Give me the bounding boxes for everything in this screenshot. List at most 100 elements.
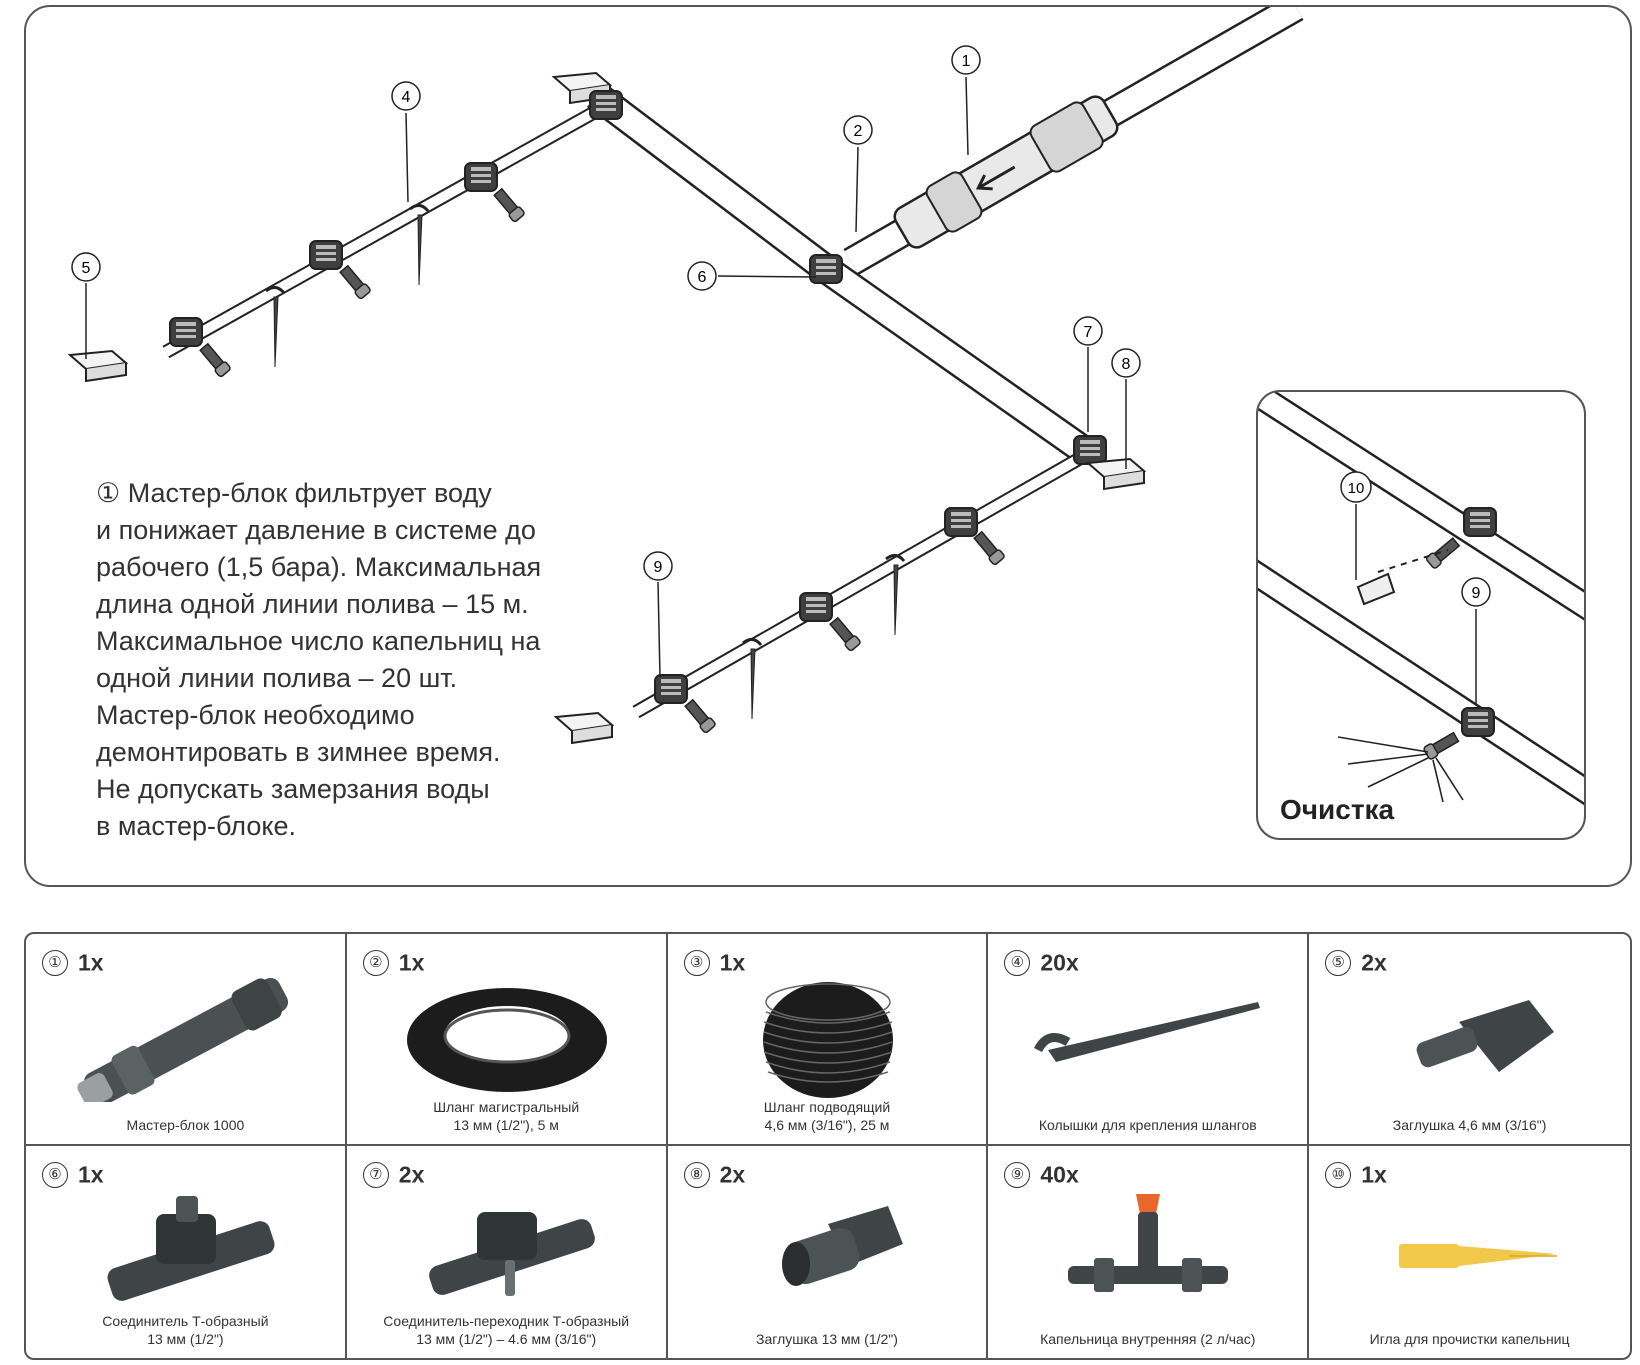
cleaning-needle-icon [1399, 1244, 1558, 1268]
t-connector [809, 254, 843, 284]
callout-1: 1 [951, 45, 981, 156]
callout-9-inset: 9 [1461, 577, 1491, 704]
svg-text:10: 10 [1348, 480, 1365, 497]
part-quantity: 1x [398, 949, 425, 976]
description-line: в мастер-блоке. [96, 811, 296, 841]
callout-7: 7 [1073, 316, 1103, 432]
description-line: и понижает давление в системе до [96, 515, 536, 545]
main-pipe-left [586, 83, 836, 281]
part-cell: ② 1x Шланг магистральный 13 мм (1/2"), 5 м [346, 934, 668, 1146]
svg-text:5: 5 [82, 260, 91, 277]
callout-4: 4 [391, 81, 421, 203]
part-number: ① [42, 949, 68, 976]
dripper [944, 507, 978, 537]
svg-text:8: 8 [1122, 356, 1131, 373]
irrigation-layout-diagram: 1 2 4 5 6 7 8 [69, 7, 1304, 744]
part-quantity: 2x [398, 1161, 425, 1188]
part-number: ④ [1004, 949, 1031, 976]
part-quantity: 1x [78, 949, 104, 976]
part-number: ⑧ [683, 1161, 710, 1188]
part-cell: ④ 20x Колышки для крепления шлангов [988, 934, 1310, 1146]
dripper [654, 674, 688, 704]
t-adapter-upper [589, 90, 623, 120]
part-caption: Заглушка 13 мм (1/2") [756, 1331, 898, 1347]
inline-dripper-icon [1068, 1194, 1229, 1292]
dripper [1461, 707, 1495, 737]
t-connector-icon [107, 1196, 275, 1301]
dripper [799, 592, 833, 622]
supply-line-lower [632, 445, 1095, 719]
parts-table: ① 1x Мастер-блок 1000 ② 1x Шланг магистрал… [24, 932, 1632, 1360]
master-block-description: ① Мастер-блок фильтрует воду и понижает … [96, 475, 616, 845]
part-caption: 13 мм (1/2") – 4.6 мм (3/16") [416, 1331, 597, 1347]
part-number: ⑦ [362, 1161, 389, 1188]
part-cell: ③ 1x Шланг подводящий 4,6 мм (3/16"), 25 м [667, 934, 989, 1146]
description-line: Мастер-блок необходимо [96, 700, 415, 730]
dripper [1463, 507, 1497, 537]
svg-text:1: 1 [962, 53, 971, 70]
t-adapter-icon [428, 1212, 595, 1296]
callout-10: 10 [1340, 471, 1372, 580]
master-block-icon [77, 977, 289, 1102]
end-plug-large-icon [781, 1206, 903, 1286]
dripper [309, 240, 343, 270]
callout-2: 2 [843, 115, 873, 233]
part-caption: 4,6 мм (3/16"), 25 м [764, 1117, 890, 1133]
svg-text:4: 4 [402, 89, 411, 106]
part-caption: Игла для прочистки капельниц [1369, 1331, 1570, 1347]
diagram-panel: 1 2 4 5 6 7 8 [24, 5, 1632, 887]
description-line: ① Мастер-блок фильтрует воду [96, 478, 492, 508]
part-cell: ① 1x Мастер-блок 1000 [26, 934, 347, 1146]
end-plug-small-icon [1416, 1000, 1555, 1072]
description-line: длина одной линии полива – 15 м. [96, 589, 529, 619]
part-caption: Капельница внутренняя (2 л/час) [1040, 1331, 1256, 1347]
svg-text:6: 6 [698, 269, 707, 286]
part-number: ⑩ [1325, 1161, 1352, 1188]
part-caption: Колышки для крепления шлангов [1038, 1117, 1257, 1133]
cleaning-label: Очистка [1280, 794, 1395, 825]
callout-6: 6 [687, 261, 817, 291]
part-caption: Заглушка 4,6 мм (3/16") [1392, 1117, 1547, 1133]
main-hose-coil-icon [406, 988, 607, 1092]
water-spray [1337, 736, 1464, 803]
part-caption: 13 мм (1/2"), 5 м [453, 1117, 559, 1133]
svg-text:9: 9 [654, 559, 663, 576]
end-cap-lower [1087, 458, 1145, 490]
part-number: ⑨ [1004, 1161, 1031, 1188]
part-quantity: 20x [1040, 949, 1079, 976]
svg-text:2: 2 [854, 123, 863, 140]
part-quantity: 1x [78, 1161, 104, 1188]
description-line: одной линии полива – 20 шт. [96, 663, 458, 693]
part-quantity: 1x [719, 949, 746, 976]
end-cap-small [69, 350, 127, 382]
part-caption: 13 мм (1/2") [147, 1331, 224, 1347]
description-line: рабочего (1,5 бара). Максимальная [96, 552, 542, 582]
cleaning-inset: 10 9 Очистка [1256, 390, 1586, 840]
part-caption: Шланг магистральный [433, 1099, 580, 1115]
cleaning-needle [1356, 572, 1396, 606]
part-number: ② [362, 949, 389, 976]
cleaning-diagram: 10 9 [1258, 392, 1584, 806]
part-number: ⑤ [1325, 949, 1352, 976]
t-adapter-lower [1073, 435, 1107, 465]
part-quantity: 40x [1040, 1161, 1079, 1188]
main-pipe-right [817, 256, 1095, 465]
callout-8: 8 [1111, 348, 1141, 469]
callout-9: 9 [643, 551, 673, 678]
part-caption: Мастер-блок 1000 [126, 1117, 245, 1133]
part-quantity: 1x [1361, 1161, 1387, 1188]
description-line: Не допускать замерзания воды [96, 774, 490, 804]
dripper [169, 317, 203, 347]
svg-text:9: 9 [1472, 585, 1481, 602]
supply-hose-coil-icon [762, 982, 893, 1098]
part-caption: Шланг подводящий [763, 1099, 891, 1115]
hose-peg-icon [1034, 1002, 1261, 1062]
callout-5: 5 [71, 252, 101, 359]
part-number: ③ [683, 949, 710, 976]
part-cell: ⑨ 40x Капельница внутренняя (2 л/час) [988, 1146, 1310, 1358]
part-caption: Соединитель-переходник Т-образный [383, 1313, 630, 1329]
dripper [464, 162, 498, 192]
